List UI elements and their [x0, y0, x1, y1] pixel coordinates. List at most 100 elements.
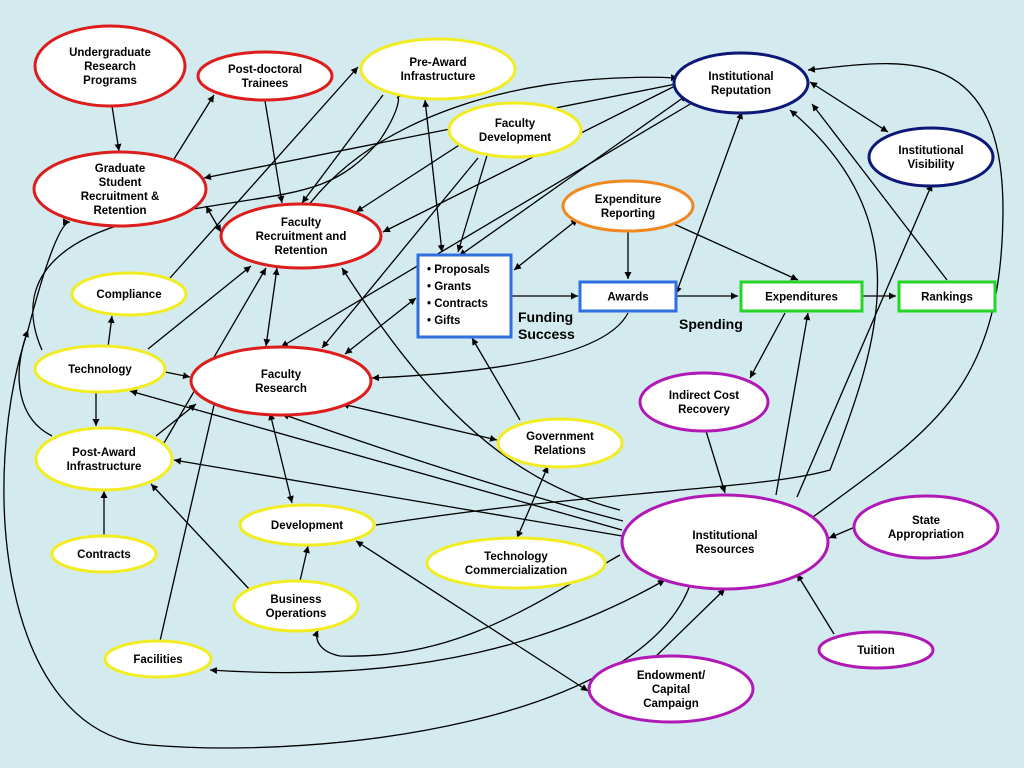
node-indirect-shape — [638, 371, 770, 433]
edge-awards-facres — [371, 312, 629, 382]
funding-box[interactable]: • Proposals• Grants• Contracts• Gifts — [416, 253, 513, 339]
funding-label-line-2: Success — [518, 326, 575, 342]
node-expreport-label-line: Reporting — [601, 208, 655, 220]
node-technology[interactable]: Technology — [33, 344, 167, 394]
node-govrel-shape — [496, 417, 624, 469]
edge-instres-facrecruit — [341, 267, 621, 511]
node-instrep-shape — [672, 51, 810, 115]
node-facilities-label: Facilities — [133, 654, 182, 666]
edge-stateapp-instres — [828, 526, 856, 539]
node-stateapp-shape — [852, 494, 1000, 560]
edge-funding-facres — [344, 297, 417, 355]
edge-facdev-facrecruit — [355, 139, 468, 213]
node-expreport-label-line: Expenditure — [595, 194, 661, 206]
funding-box-item: • Grants — [427, 281, 471, 293]
node-facilities-shape — [103, 639, 213, 679]
node-facdev-shape — [447, 101, 583, 159]
node-endow-label-line: Endowment/ — [637, 670, 706, 682]
funding-box-item: • Proposals — [427, 264, 490, 276]
edge-technology-loop — [18, 329, 53, 437]
node-facdev-label-line: Faculty — [495, 118, 536, 130]
edge-facres-development — [268, 412, 294, 504]
node-preaward-label-line: Pre-Award — [409, 57, 466, 69]
box-rankings[interactable]: Rankings — [897, 280, 997, 313]
node-techcomm-label-line: Commercialization — [465, 565, 567, 577]
node-indirect-label-line: Indirect Cost — [669, 390, 739, 402]
edge-grad-facrecruit — [205, 205, 222, 233]
edge-expenditures-indirect — [749, 312, 786, 379]
box-awards[interactable]: Awards — [578, 280, 678, 313]
node-facilities[interactable]: Facilities — [103, 639, 213, 679]
node-compliance-label: Compliance — [96, 289, 161, 301]
node-expreport-shape — [561, 179, 695, 233]
node-compliance[interactable]: Compliance — [70, 271, 188, 317]
node-contracts[interactable]: Contracts — [50, 534, 158, 574]
node-grad-label-line: Graduate — [95, 163, 146, 175]
box-expenditures[interactable]: Expenditures — [739, 280, 864, 313]
label-layer: Funding Success Spending — [518, 309, 743, 342]
node-development-label-line: Development — [271, 520, 343, 532]
node-instres-label-line: Resources — [696, 544, 755, 556]
edge-undergrad-grad — [111, 105, 122, 152]
node-development-label: Development — [271, 520, 343, 532]
node-contracts-shape — [50, 534, 158, 574]
node-preaward-label-line: Infrastructure — [401, 71, 476, 83]
funding-box-item: • Contracts — [427, 298, 488, 310]
spending-label: Spending — [679, 316, 743, 332]
edge-busops-development — [299, 545, 310, 582]
edge-compliance-preaward — [169, 66, 359, 279]
edge-technology-facrecruit — [147, 265, 252, 350]
node-indirect-label-line: Recovery — [678, 404, 730, 416]
node-tuition[interactable]: Tuition — [817, 630, 935, 670]
edge-instres-postaward — [173, 457, 629, 538]
edge-preaward-funding — [422, 99, 445, 253]
node-facres-label-line: Research — [255, 383, 307, 395]
node-undergrad-label-line: Research — [84, 61, 136, 73]
funding-success-label: Funding Success — [518, 309, 577, 342]
node-facrecruit-shape — [219, 202, 383, 270]
node-compliance-shape — [70, 271, 188, 317]
node-instrep-label-line: Reputation — [711, 85, 771, 97]
node-govrel-label-line: Government — [526, 431, 594, 443]
edge-expreport-expenditures — [673, 223, 799, 281]
node-postdoc-label-line: Trainees — [242, 78, 289, 90]
node-techcomm-label-line: Technology — [484, 551, 548, 563]
funding-box-frame — [416, 253, 513, 339]
node-technology-shape — [33, 344, 167, 394]
node-endow-shape — [587, 654, 755, 724]
edge-facres-govrel — [341, 402, 498, 442]
node-contracts-label-line: Contracts — [77, 549, 131, 561]
node-development[interactable]: Development — [238, 503, 376, 547]
node-technology-label-line: Technology — [68, 364, 132, 376]
node-facrecruit-label-line: Recruitment and — [256, 231, 347, 243]
